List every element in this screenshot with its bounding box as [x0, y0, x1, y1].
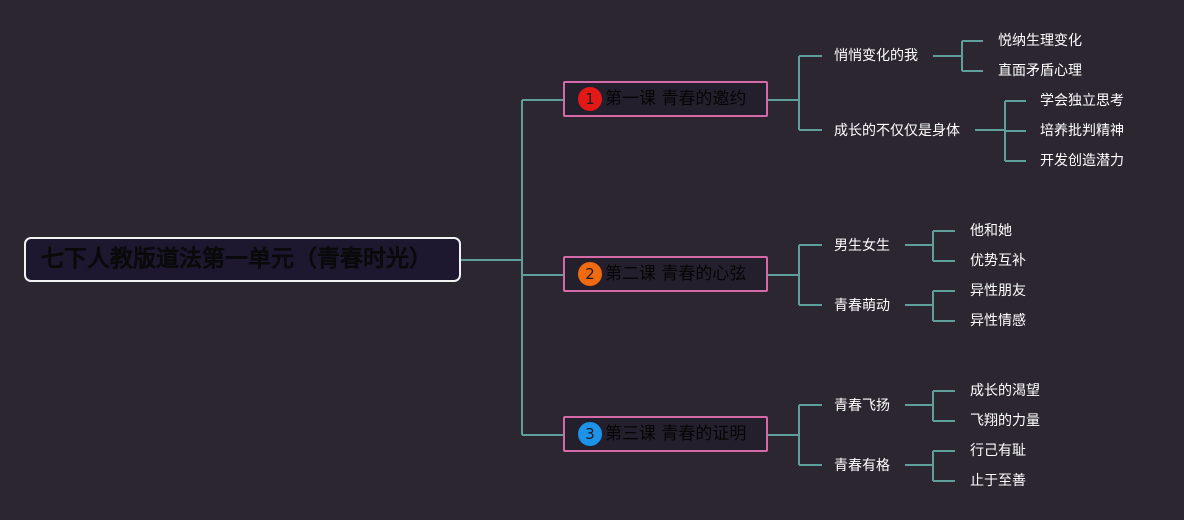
lesson-3-topic-1-leaf-2[interactable]: 飞翔的力量	[970, 413, 1040, 429]
number-1-badge-icon: 1	[578, 87, 602, 111]
lesson-2-node[interactable]: 2 第二课 青春的心弦	[563, 256, 768, 292]
lesson-3-node[interactable]: 3 第三课 青春的证明	[563, 416, 768, 452]
lesson-2-topic-1[interactable]: 男生女生	[834, 238, 890, 254]
lesson-3-title: 第三课 青春的证明	[605, 424, 747, 444]
lesson-2-topic-1-leaf-1[interactable]: 他和她	[970, 223, 1012, 239]
lesson-2-title: 第二课 青春的心弦	[605, 264, 747, 284]
lesson-2-topic-2[interactable]: 青春萌动	[834, 298, 890, 314]
root-topic-label: 七下人教版道法第一单元（青春时光）	[41, 246, 432, 272]
lesson-3-topic-2[interactable]: 青春有格	[834, 458, 890, 474]
lesson-1-topic-2-leaf-1[interactable]: 学会独立思考	[1040, 93, 1124, 109]
lesson-1-topic-2-leaf-2[interactable]: 培养批判精神	[1040, 123, 1124, 139]
lesson-3-topic-1[interactable]: 青春飞扬	[834, 398, 890, 414]
lesson-3-topic-2-leaf-2[interactable]: 止于至善	[970, 473, 1026, 489]
lesson-2-topic-2-leaf-2[interactable]: 异性情感	[970, 313, 1026, 329]
lesson-1-topic-1-leaf-2[interactable]: 直面矛盾心理	[998, 63, 1082, 79]
lesson-1-node[interactable]: 1 第一课 青春的邀约	[563, 81, 768, 117]
lesson-1-topic-1[interactable]: 悄悄变化的我	[834, 48, 918, 64]
root-topic[interactable]: 七下人教版道法第一单元（青春时光）	[24, 237, 461, 282]
lesson-3-topic-2-leaf-1[interactable]: 行己有耻	[970, 443, 1026, 459]
lesson-1-topic-2[interactable]: 成长的不仅仅是身体	[834, 123, 960, 139]
lesson-1-title: 第一课 青春的邀约	[605, 89, 747, 109]
lesson-2-topic-2-leaf-1[interactable]: 异性朋友	[970, 283, 1026, 299]
number-3-badge-icon: 3	[578, 422, 602, 446]
number-2-badge-icon: 2	[578, 262, 602, 286]
lesson-1-topic-1-leaf-1[interactable]: 悦纳生理变化	[998, 33, 1082, 49]
lesson-2-topic-1-leaf-2[interactable]: 优势互补	[970, 253, 1026, 269]
lesson-1-topic-2-leaf-3[interactable]: 开发创造潜力	[1040, 153, 1124, 169]
lesson-3-topic-1-leaf-1[interactable]: 成长的渴望	[970, 383, 1040, 399]
